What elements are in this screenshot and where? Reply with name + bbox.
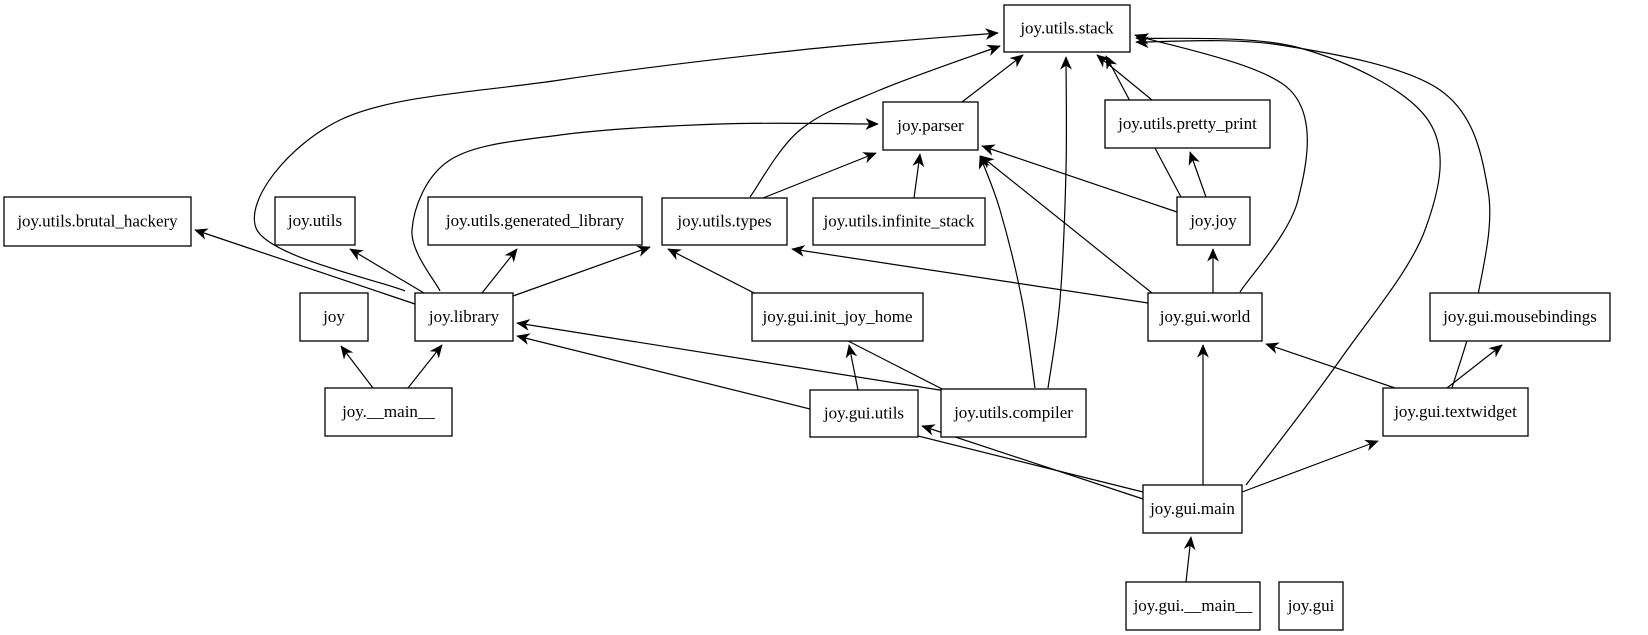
edge-joy_joy-to-joy_utils_pretty_print xyxy=(1188,151,1207,198)
node-box-joy_utils_stack xyxy=(1003,4,1131,53)
node-label-joy_utils_brutal_hackery: joy.utils.brutal_hackery xyxy=(16,211,178,230)
node-box-joy_utils_compiler xyxy=(940,388,1087,438)
node-box-joy_gui xyxy=(1278,581,1344,631)
node-box-joy_utils_infinite_stack xyxy=(812,197,986,246)
edge-joy_gui_textwidget-to-joy_gui_world xyxy=(1265,342,1396,389)
node-label-joy_gui_main: joy.gui.main xyxy=(1149,499,1235,518)
node-box-joy_gui_main xyxy=(1142,484,1243,534)
node-label-joy_gui_init_joy_home: joy.gui.init_joy_home xyxy=(761,307,912,326)
node-box-joy_gui_world xyxy=(1147,292,1263,342)
edge-joy_library-to-joy_utils_types xyxy=(512,245,651,297)
node-label-joy_utils_stack: joy.utils.stack xyxy=(1019,18,1114,37)
node-joy_gui_utils: joy.gui.utils xyxy=(809,389,919,438)
node-box-joy_utils_pretty_print xyxy=(1104,99,1271,149)
edge-joy_utils_compiler-to-joy_utils_stack xyxy=(1047,56,1072,389)
node-joy_utils: joy.utils xyxy=(274,196,356,246)
node-joy_utils_compiler: joy.utils.compiler xyxy=(940,388,1087,438)
node-label-joy_gui_world: joy.gui.world xyxy=(1159,307,1251,326)
edge-joy_utils_types-to-joy_parser xyxy=(762,152,877,199)
node-box-joy_gui_main_main xyxy=(1125,581,1261,631)
node-label-joy_joy: joy.joy xyxy=(1189,211,1237,230)
node-label-joy_utils_types: joy.utils.types xyxy=(676,211,771,230)
node-label-joy_parser: joy.parser xyxy=(896,116,964,135)
node-joy_utils_infinite_stack: joy.utils.infinite_stack xyxy=(812,197,986,246)
edge-joy_gui_main-to-joy_gui_utils xyxy=(921,424,1144,500)
node-joy_gui_init_joy_home: joy.gui.init_joy_home xyxy=(751,292,924,342)
node-box-joy_utils_brutal_hackery xyxy=(3,196,192,247)
edge-joy_utils_types-to-joy_utils_stack xyxy=(749,44,1001,198)
node-joy_gui_main: joy.gui.main xyxy=(1142,484,1243,534)
node-box-joy_library xyxy=(414,292,514,342)
node-label-joy_gui_mousebindings: joy.gui.mousebindings xyxy=(1442,307,1597,326)
node-joy_library: joy.library xyxy=(414,292,514,342)
edge-joy_library-to-joy_parser xyxy=(411,118,879,292)
node-box-joy_gui_mousebindings xyxy=(1429,292,1611,342)
node-joy_parser: joy.parser xyxy=(882,101,979,151)
node-box-joy xyxy=(299,292,369,342)
edge-joy_gui_world-to-joy_parser xyxy=(980,155,1153,294)
node-joy_utils_brutal_hackery: joy.utils.brutal_hackery xyxy=(3,196,192,247)
edge-joy_main-to-joy xyxy=(340,345,374,389)
edge-joy_library-to-joy_utils_stack xyxy=(253,28,999,292)
node-joy_utils_stack: joy.utils.stack xyxy=(1003,4,1131,53)
edge-joy_gui_world-to-joy_utils_stack xyxy=(1134,33,1308,293)
node-box-joy_gui_utils xyxy=(809,389,919,438)
node-joy_joy: joy.joy xyxy=(1176,196,1251,246)
node-joy_gui_main_main: joy.gui.__main__ xyxy=(1125,581,1261,631)
edge-joy_library-to-joy_utils_generated_library xyxy=(481,248,518,294)
node-joy: joy xyxy=(299,292,369,342)
edge-joy_gui_world-to-joy_utils_types xyxy=(791,245,1149,304)
edge-joy_gui_main_main-to-joy_gui_main xyxy=(1183,536,1196,583)
node-label-joy_gui_textwidget: joy.gui.textwidget xyxy=(1393,402,1517,421)
node-label-joy_utils_pretty_print: joy.utils.pretty_print xyxy=(1117,114,1257,133)
node-joy_gui_textwidget: joy.gui.textwidget xyxy=(1382,387,1529,437)
node-joy_gui_mousebindings: joy.gui.mousebindings xyxy=(1429,292,1611,342)
node-box-joy_gui_init_joy_home xyxy=(751,292,924,342)
node-joy_gui_world: joy.gui.world xyxy=(1147,292,1263,342)
node-box-joy_utils_generated_library xyxy=(427,196,643,246)
node-joy_utils_types: joy.utils.types xyxy=(661,197,788,246)
edge-joy_gui_textwidget-to-joy_gui_mousebindings xyxy=(1446,344,1503,389)
node-box-joy_main xyxy=(324,387,453,437)
node-joy_gui: joy.gui xyxy=(1278,581,1344,631)
node-label-joy_gui_main_main: joy.gui.__main__ xyxy=(1133,596,1253,615)
edge-joy_utils_compiler-to-joy_parser xyxy=(978,155,1036,389)
edge-joy_library-to-joy_utils xyxy=(349,248,425,294)
node-label-joy_library: joy.library xyxy=(428,307,500,326)
node-layer: joy.utils.stack joy.parser joy.utils.prett… xyxy=(3,4,1611,631)
node-label-joy_gui: joy.gui xyxy=(1287,596,1335,615)
node-box-joy_parser xyxy=(882,101,979,151)
node-box-joy_gui_textwidget xyxy=(1382,387,1529,437)
node-box-joy_utils xyxy=(274,196,356,246)
node-box-joy_joy xyxy=(1176,196,1251,246)
edge-joy_joy-to-joy_parser xyxy=(981,144,1178,213)
node-joy_main: joy.__main__ xyxy=(324,387,453,437)
edge-joy_gui_utils-to-joy_gui_init_joy_home xyxy=(845,344,859,391)
edge-joy_parser-to-joy_utils_stack xyxy=(961,54,1024,103)
edge-joy_main-to-joy_library xyxy=(407,344,443,389)
node-joy_utils_generated_library: joy.utils.generated_library xyxy=(427,196,643,246)
edge-joy_gui_main-to-joy_utils_stack xyxy=(1135,32,1441,486)
node-label-joy_utils_generated_library: joy.utils.generated_library xyxy=(445,211,625,230)
edge-joy_utils_compiler-to-joy_library xyxy=(516,319,947,392)
node-label-joy_gui_utils: joy.gui.utils xyxy=(823,403,904,422)
node-label-joy_utils_compiler: joy.utils.compiler xyxy=(953,403,1073,422)
edge-joy_utils_pretty_print-to-joy_utils_stack xyxy=(1096,54,1153,101)
node-joy_utils_pretty_print: joy.utils.pretty_print xyxy=(1104,99,1271,149)
node-label-joy_utils: joy.utils xyxy=(287,211,342,230)
node-box-joy_utils_types xyxy=(661,197,788,246)
node-label-joy_utils_infinite_stack: joy.utils.infinite_stack xyxy=(823,211,975,230)
node-label-joy: joy xyxy=(322,307,345,326)
node-label-joy_main: joy.__main__ xyxy=(341,402,435,421)
edge-layer xyxy=(194,28,1503,583)
edge-joy_gui_main-to-joy_gui_textwidget xyxy=(1241,439,1379,493)
edge-joy_library-to-joy_utils_brutal_hackery xyxy=(194,228,416,305)
edge-joy_utils_infinite_stack-to-joy_parser xyxy=(912,153,925,199)
